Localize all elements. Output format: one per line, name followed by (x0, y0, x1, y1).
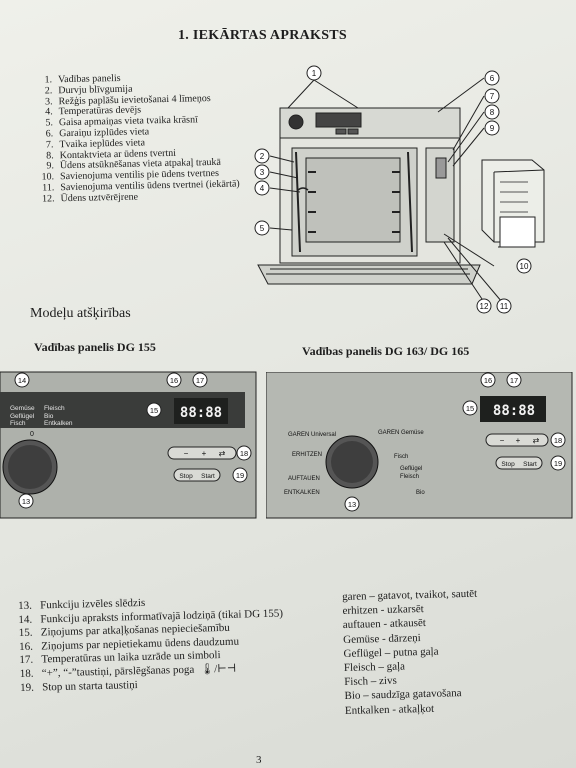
svg-text:4: 4 (260, 184, 265, 193)
label-fisch: Fisch (10, 420, 26, 427)
svg-text:19: 19 (554, 459, 562, 468)
minus-button[interactable]: − (184, 449, 189, 458)
callout-18: 18 (236, 445, 252, 461)
stop-button[interactable]: Stop (501, 461, 515, 468)
label-entkalken: Entkalken (44, 420, 73, 427)
svg-text:11: 11 (500, 302, 509, 311)
label-fisch: Fisch (394, 454, 408, 460)
callout-17: 17 (192, 372, 208, 388)
svg-text:16: 16 (484, 376, 492, 385)
panel-dg155: Gemüse Geflügel Fleisch Bio Fisch Entkal… (0, 371, 257, 519)
oven-diagram: 1 2 3 4 5 6 7 8 9 10 11 12 (254, 65, 545, 314)
svg-text:18: 18 (554, 436, 562, 445)
knob-mark: 0 (30, 431, 34, 438)
callout-19: 19 (232, 467, 248, 483)
time-display: 88:88 (493, 403, 535, 419)
label-geflugel: Geflügel (10, 413, 35, 420)
svg-text:17: 17 (196, 376, 204, 385)
toggle-icon: ⇄ (219, 449, 226, 458)
svg-text:10: 10 (520, 262, 529, 271)
control-parts-list: 13.Funkciju izvēles slēdzis 14.Funkciju … (18, 594, 285, 696)
panel2-title: Vadības panelis DG 163/ DG 165 (302, 344, 470, 358)
svg-text:13: 13 (348, 500, 356, 509)
callout-1: 1 (306, 65, 322, 81)
stop-button[interactable]: Stop (179, 473, 193, 480)
section-title: Modeļu atšķirības (30, 306, 131, 321)
svg-text:2: 2 (260, 152, 265, 161)
callout-16: 16 (480, 372, 496, 388)
callout-3: 3 (254, 164, 270, 180)
svg-text:9: 9 (490, 124, 495, 133)
start-button[interactable]: Start (201, 473, 215, 480)
callout-6: 6 (484, 70, 500, 86)
plus-button[interactable]: + (202, 449, 207, 458)
svg-text:14: 14 (18, 376, 26, 385)
callout-14: 14 (14, 372, 30, 388)
page-number: 3 (256, 754, 262, 766)
label-fleisch: Fleisch (44, 405, 65, 412)
callout-13: 13 (344, 496, 360, 512)
callout-16: 16 (166, 372, 182, 388)
svg-text:1: 1 (312, 69, 317, 78)
label-entkalken: ENTKALKEN (284, 490, 320, 496)
panel1-title: Vadības panelis DG 155 (34, 340, 156, 354)
callout-17: 17 (506, 372, 522, 388)
svg-text:17: 17 (510, 376, 518, 385)
label-garen-universal: GAREN Universal (288, 432, 336, 438)
label-geflugel: Geflügel (400, 466, 422, 472)
callout-15: 15 (462, 400, 478, 416)
svg-text:16: 16 (170, 376, 178, 385)
svg-text:13: 13 (22, 497, 30, 506)
callout-2: 2 (254, 148, 270, 164)
label-garen-gemuse: GAREN Gemüse (378, 430, 424, 436)
minus-button[interactable]: − (500, 436, 505, 445)
glossary-list: garen – gatavot, tvaikot, sautēt erhitze… (342, 587, 480, 718)
callout-18: 18 (550, 432, 566, 448)
start-button[interactable]: Start (523, 461, 537, 468)
callout-5: 5 (254, 220, 270, 236)
label-bio: Bio (416, 490, 425, 496)
svg-text:8: 8 (490, 108, 495, 117)
callout-13: 13 (18, 493, 34, 509)
callout-15: 15 (146, 402, 162, 418)
svg-text:19: 19 (236, 471, 244, 480)
callout-7: 7 (484, 88, 500, 104)
svg-text:12: 12 (480, 302, 489, 311)
function-knob[interactable] (2, 439, 58, 495)
label-auftauen: AUFTAUEN (288, 476, 320, 482)
svg-text:3: 3 (260, 168, 265, 177)
callout-10: 10 (516, 258, 532, 274)
thermometer-timer-icon: 🌡/⊢⊣ (200, 662, 237, 676)
time-display: 88:88 (180, 405, 222, 421)
page-title: 1. IEKĀRTAS APRAKSTS (178, 28, 348, 43)
parts-list: 1.Vadības panelis 2.Durvju blīvgumija 3.… (22, 71, 240, 205)
function-knob[interactable] (325, 435, 379, 489)
label-gemuse: Gemüse (10, 405, 35, 412)
callout-4: 4 (254, 180, 270, 196)
svg-text:15: 15 (466, 404, 474, 413)
panel-dg163-165: 88:88 GAREN Universal GAREN Gemüse ERHIT… (266, 372, 573, 519)
label-bio: Bio (44, 413, 54, 420)
list-item: Entkalken - atkaļķot (344, 702, 435, 717)
callout-12: 12 (476, 298, 492, 314)
svg-text:5: 5 (260, 224, 265, 233)
callout-11: 11 (496, 298, 512, 314)
toggle-icon: ⇄ (533, 436, 540, 445)
callout-9: 9 (484, 120, 500, 136)
svg-text:15: 15 (150, 406, 158, 415)
svg-text:6: 6 (490, 74, 495, 83)
svg-text:18: 18 (240, 449, 248, 458)
label-erhitzen: ERHITZEN (292, 452, 322, 458)
plus-button[interactable]: + (516, 436, 521, 445)
callout-8: 8 (484, 104, 500, 120)
callout-19: 19 (550, 455, 566, 471)
label-fleisch: Fleisch (400, 474, 419, 480)
svg-text:7: 7 (490, 92, 495, 101)
